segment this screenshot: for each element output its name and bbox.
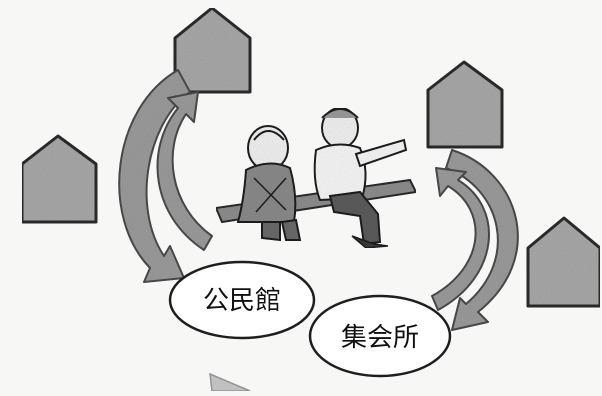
curved-arrow [118,69,191,283]
house-icon [173,6,252,94]
elderly-people-on-bench-illustration [214,107,418,249]
curved-arrow [209,372,251,392]
curved-arrow [445,149,519,331]
meeting-place-label: 集会所 [341,323,419,353]
house-icon [426,60,504,149]
curved-arrow [156,91,213,251]
community-hall-node: 公民館 [168,260,316,340]
meeting-place-node: 集会所 [308,294,452,378]
house-icon [526,216,602,308]
community-hall-label: 公民館 [203,286,281,316]
curved-arrow [431,167,490,311]
house-icon [20,134,98,224]
